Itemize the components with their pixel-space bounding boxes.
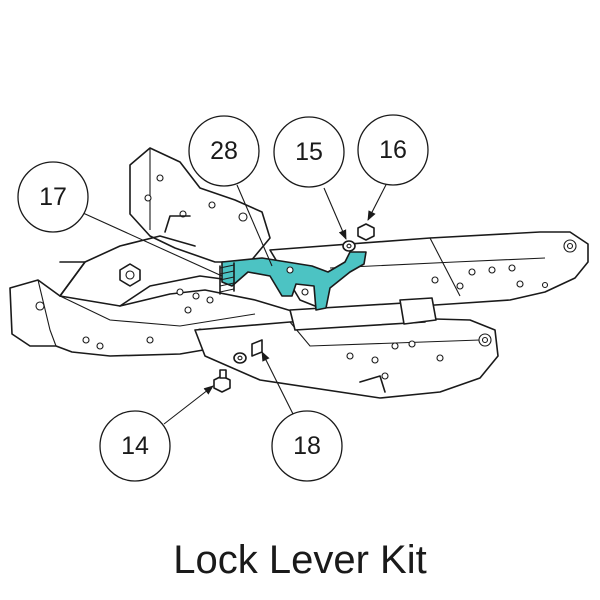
svg-text:28: 28 [210,137,238,165]
leader-lines [82,174,392,425]
left-frame-plate [129,147,271,263]
callout-15: 15 [273,116,345,188]
hardware [213,223,375,393]
callout-14: 14 [99,410,171,482]
lock-lever-body [221,251,367,311]
lower-side-beam [194,297,499,399]
nut-part-16 [357,223,375,241]
svg-text:16: 16 [379,136,407,164]
lock-lever-highlighted [219,251,367,311]
callout-17: 17 [17,161,89,233]
svg-text:17: 17 [39,183,67,211]
callout-16: 16 [357,114,429,186]
bolt-part-14 [213,369,231,393]
spring [219,262,235,295]
callout-18: 18 [271,410,343,482]
svg-text:15: 15 [295,138,323,166]
callout-28: 28 [188,115,260,187]
diagram-title: Lock Lever Kit [173,538,427,582]
svg-text:14: 14 [121,432,149,460]
svg-text:18: 18 [293,432,321,460]
